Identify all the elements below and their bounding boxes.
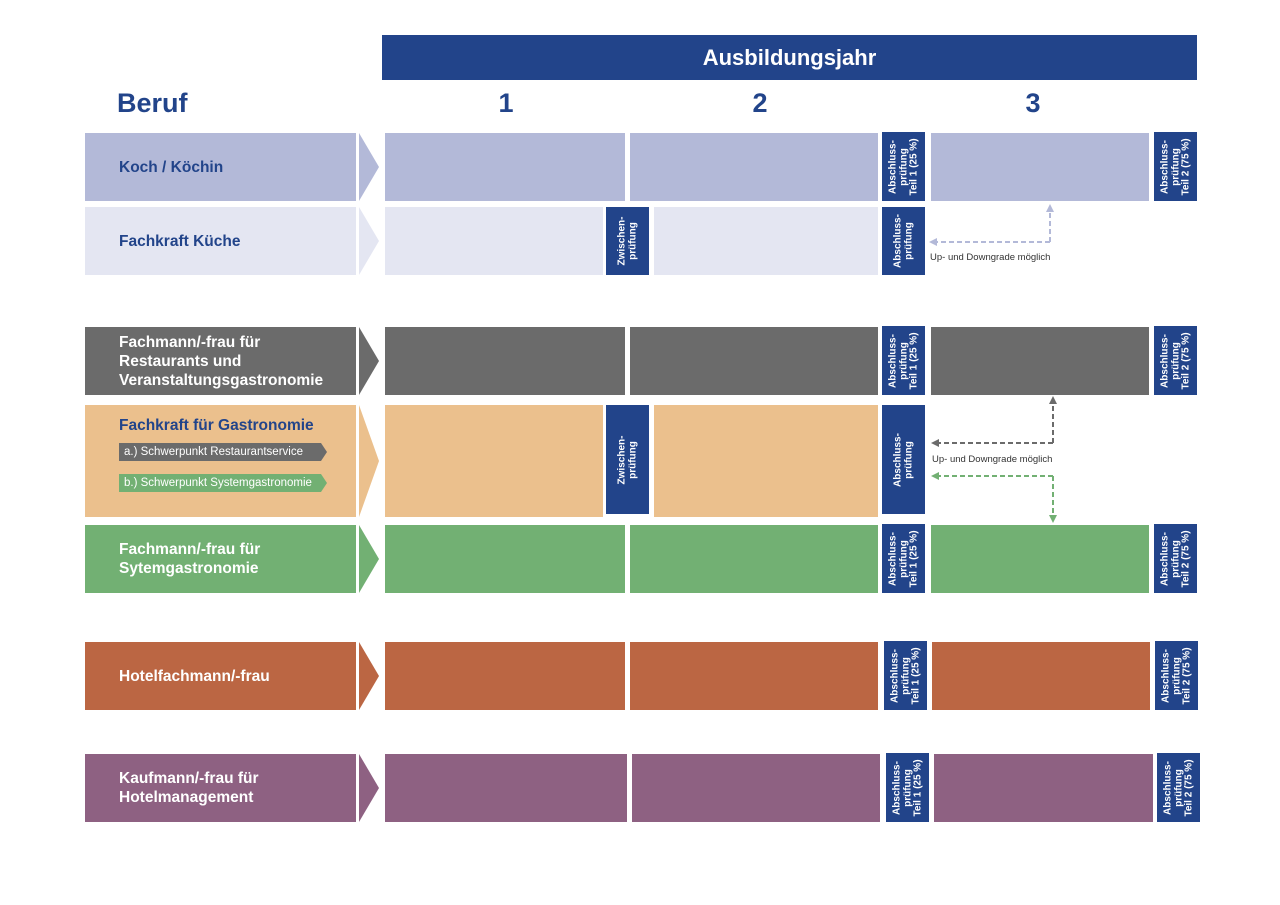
- segment-system-year3: [931, 525, 1149, 593]
- note-updown-gastro: Up- und Downgrade möglich: [932, 454, 1053, 465]
- segment-gastro-year1: [385, 405, 603, 517]
- year-1-label: 1: [498, 88, 514, 118]
- row-label-kaufmann-hotelmanagement: Kaufmann/-frau für Hotelmanagement: [85, 754, 356, 822]
- segment-restaurants-year1: [385, 327, 625, 395]
- segment-hotel-year3: [932, 642, 1150, 710]
- exam-restaurants-teil2: Abschluss- prüfung Teil 2 (75 %): [1154, 326, 1197, 395]
- segment-kaufmann-year1: [385, 754, 627, 822]
- segment-system-year1: [385, 525, 625, 593]
- segment-kaufmann-year2: [632, 754, 880, 822]
- tag-schwerpunkt-restaurantservice: a.) Schwerpunkt Restaurantservice: [119, 443, 327, 461]
- exam-hotel-teil2: Abschluss- prüfung Teil 2 (75 %): [1155, 641, 1198, 710]
- row-label-systemgastronomie: Fachmann/-frau für Sytemgastronomie: [85, 525, 356, 593]
- exam-koch-teil1: Abschluss- prüfung Teil 1 (25 %): [882, 132, 925, 201]
- exam-gastro-zwischen: Zwischen- prüfung: [606, 405, 649, 514]
- segment-koch-year3: [931, 133, 1149, 201]
- segment-kueche-year1: [385, 207, 603, 275]
- exam-kaufmann-teil2: Abschluss- prüfung Teil 2 (75 %): [1157, 753, 1200, 822]
- exam-restaurants-teil1: Abschluss- prüfung Teil 1 (25 %): [882, 326, 925, 395]
- segment-restaurants-year2: [630, 327, 878, 395]
- segment-system-year2: [630, 525, 878, 593]
- row-title-fachkraft-gastronomie: Fachkraft für Gastronomie: [119, 417, 314, 434]
- segment-hotel-year2: [630, 642, 878, 710]
- row-label-hotelfachmann: Hotelfachmann/-frau: [85, 642, 356, 710]
- segment-hotel-year1: [385, 642, 625, 710]
- row-label-fachkraft-kueche: Fachkraft Küche: [85, 207, 356, 275]
- row-label-fachkraft-gastronomie: Fachkraft für Gastronomie a.) Schwerpunk…: [85, 405, 356, 517]
- segment-kueche-year2: [654, 207, 878, 275]
- exam-system-teil2: Abschluss- prüfung Teil 2 (75 %): [1154, 524, 1197, 593]
- exam-kueche-zwischen: Zwischen- prüfung: [606, 207, 649, 275]
- header-ausbildungsjahr: Ausbildungsjahr: [382, 35, 1197, 80]
- tag-schwerpunkt-systemgastronomie: b.) Schwerpunkt Systemgastronomie: [119, 474, 327, 492]
- year-2-label: 2: [752, 88, 768, 118]
- exam-gastro-abschluss: Abschluss- prüfung: [882, 405, 925, 514]
- row-label-restaurants: Fachmann/-frau für Restaurants und Veran…: [85, 327, 356, 395]
- exam-kueche-abschluss: Abschluss- prüfung: [882, 207, 925, 275]
- note-updown-kueche: Up- und Downgrade möglich: [930, 252, 1051, 263]
- column-label-beruf: Beruf: [117, 88, 188, 118]
- exam-hotel-teil1: Abschluss- prüfung Teil 1 (25 %): [884, 641, 927, 710]
- segment-kaufmann-year3: [934, 754, 1153, 822]
- row-label-koch: Koch / Köchin: [85, 133, 356, 201]
- segment-gastro-year2: [654, 405, 878, 517]
- exam-koch-teil2: Abschluss- prüfung Teil 2 (75 %): [1154, 132, 1197, 201]
- segment-koch-year1: [385, 133, 625, 201]
- segment-restaurants-year3: [931, 327, 1149, 395]
- exam-system-teil1: Abschluss- prüfung Teil 1 (25 %): [882, 524, 925, 593]
- exam-kaufmann-teil1: Abschluss- prüfung Teil 1 (25 %): [886, 753, 929, 822]
- segment-koch-year2: [630, 133, 878, 201]
- year-3-label: 3: [1025, 88, 1041, 118]
